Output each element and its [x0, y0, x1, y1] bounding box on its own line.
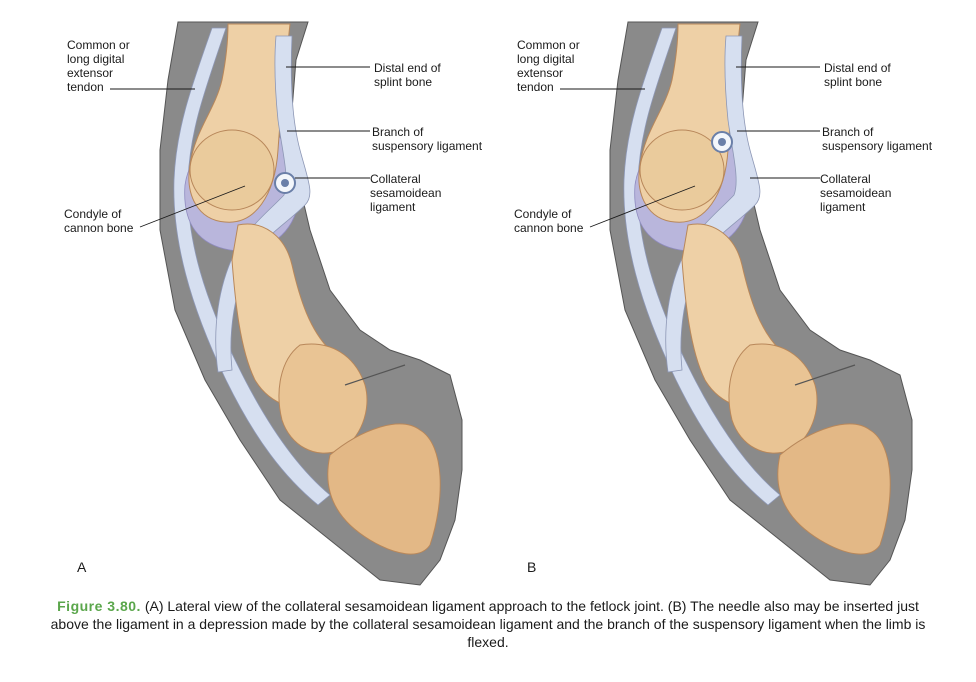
fetlock-figure: Common or long digital extensor tendon D… — [64, 21, 933, 586]
label-condyle-a: Condyle of cannon bone — [64, 207, 134, 235]
panel-letter-b: B — [527, 559, 536, 575]
label-splint-bone-b: Distal end of splint bone — [824, 61, 894, 89]
panel-a: Common or long digital extensor tendon D… — [64, 21, 483, 586]
label-condyle-b: Condyle of cannon bone — [514, 207, 584, 235]
caption-text: (A) Lateral view of the collateral sesam… — [50, 598, 926, 650]
figure-caption: Figure 3.80. (A) Lateral view of the col… — [40, 597, 936, 651]
figure-number: Figure 3.80. — [57, 598, 141, 614]
label-splint-bone-a: Distal end of splint bone — [374, 61, 444, 89]
label-suspensory-branch-b: Branch of suspensory ligament — [822, 125, 933, 153]
needle-marker-b — [711, 131, 733, 153]
label-extensor-tendon-b: Common or long digital extensor tendon — [517, 38, 583, 94]
panel-letter-a: A — [77, 559, 87, 575]
label-suspensory-branch-a: Branch of suspensory ligament — [372, 125, 483, 153]
label-collateral-ligament-a: Collateral sesamoidean ligament — [370, 172, 445, 214]
panel-b: Common or long digital extensor tendon D… — [514, 21, 933, 586]
needle-marker-a — [274, 172, 296, 194]
label-collateral-ligament-b: Collateral sesamoidean ligament — [820, 172, 895, 214]
label-extensor-tendon-a: Common or long digital extensor tendon — [67, 38, 133, 94]
